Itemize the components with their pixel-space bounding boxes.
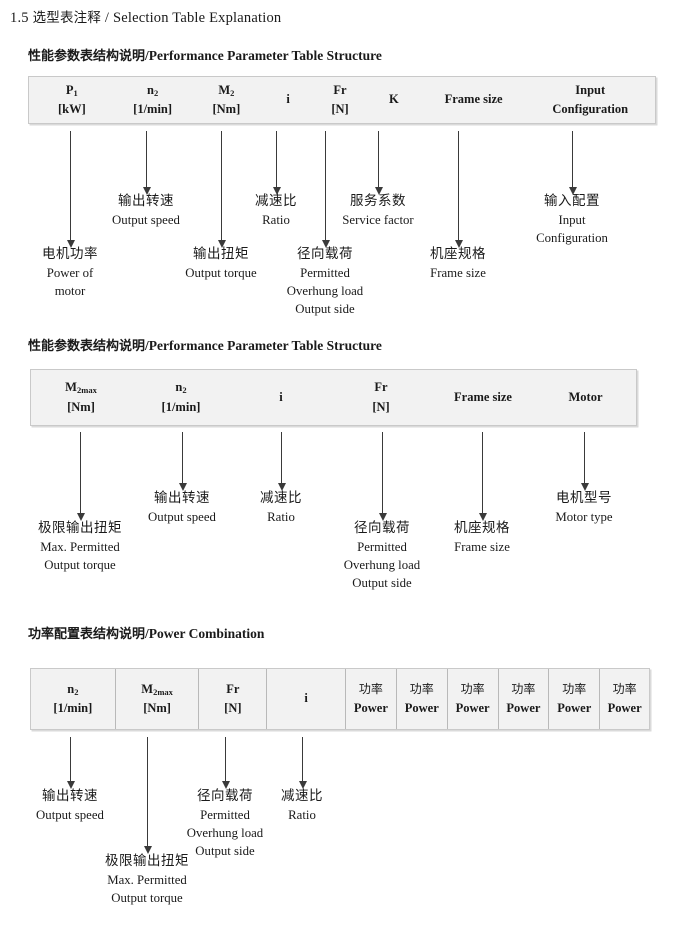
block-3-heading-cn: 功率配置表结构说明 bbox=[28, 627, 146, 642]
section-title-separator: / bbox=[104, 10, 110, 26]
note-frame-size-1: 机座规格 Frame size bbox=[430, 246, 486, 281]
note-power-of-motor: 电机功率 Power of motor bbox=[42, 246, 98, 299]
section-title-en: Selection Table Explanation bbox=[112, 10, 282, 26]
table2-col-n2: n2 [1/min] bbox=[161, 380, 201, 414]
performance-parameter-table-2: M2max [Nm] n2 [1/min] i Fr [N] Frame siz… bbox=[30, 369, 637, 426]
table3-col-power-2: 功率 Power bbox=[395, 669, 447, 729]
table3-col-i: i bbox=[266, 669, 345, 729]
table1-col-p1: P1 [kW] bbox=[57, 82, 86, 116]
block-2-heading-en: Performance Parameter Table Structure bbox=[148, 338, 382, 353]
note-ratio-1: 减速比 Ratio bbox=[255, 193, 297, 228]
arrow-to-note-max-permitted-torque-3 bbox=[143, 737, 152, 854]
note-ratio-3: 减速比 Ratio bbox=[281, 788, 323, 823]
arrow-to-note-output-speed-2 bbox=[178, 432, 187, 491]
table1-col-frame-size: Frame size bbox=[444, 92, 503, 107]
arrow-to-note-output-torque bbox=[217, 131, 226, 248]
table2-col-fr: Fr [N] bbox=[372, 380, 390, 414]
arrow-to-note-motor-type bbox=[580, 432, 589, 491]
arrow-to-note-service-factor bbox=[374, 131, 383, 195]
table3-col-power-5: 功率 Power bbox=[548, 669, 599, 729]
table1-col-n2: n2 [1/min] bbox=[133, 82, 173, 116]
block-1-heading-cn: 性能参数表结构说明 bbox=[28, 49, 146, 64]
arrow-to-note-frame-size bbox=[454, 131, 463, 248]
block-3-heading-sep: / bbox=[145, 626, 149, 641]
arrow-to-note-output-speed-3 bbox=[66, 737, 75, 789]
note-service-factor: 服务系数 Service factor bbox=[342, 193, 414, 228]
section-title-cn: 选型表注释 bbox=[32, 10, 102, 26]
arrow-to-note-ratio bbox=[272, 131, 281, 195]
table3-col-m2max: M2max [Nm] bbox=[114, 669, 199, 729]
note-input-configuration: 输入配置 Input Configuration bbox=[536, 193, 608, 246]
arrow-to-note-overhung-load-3 bbox=[221, 737, 230, 789]
note-overhung-load-1: 径向载荷 Permitted Overhung load Output side bbox=[286, 246, 364, 317]
arrow-to-note-overhung-load-2 bbox=[378, 432, 387, 521]
note-output-speed-3: 输出转速 Output speed bbox=[36, 788, 104, 823]
table1-col-i: i bbox=[286, 92, 290, 107]
table3-col-power-3: 功率 Power bbox=[446, 669, 498, 729]
table1-col-m2: M2 [Nm] bbox=[212, 82, 241, 116]
table1-col-fr: Fr [N] bbox=[331, 82, 349, 116]
table3-col-power-1: 功率 Power bbox=[344, 669, 396, 729]
note-output-speed-1: 输出转速 Output speed bbox=[112, 193, 180, 228]
arrow-to-note-ratio-2 bbox=[277, 432, 286, 491]
arrow-to-note-frame-size-2 bbox=[478, 432, 487, 521]
note-output-torque: 输出扭矩 Output torque bbox=[185, 246, 257, 281]
block-3-heading-en: Power Combination bbox=[148, 626, 265, 641]
note-max-permitted-output-torque-3: 极限输出扭矩 Max. Permitted Output torque bbox=[105, 853, 189, 906]
table3-col-power-4: 功率 Power bbox=[497, 669, 549, 729]
table1-col-k: K bbox=[388, 92, 399, 107]
table2-col-m2max: M2max [Nm] bbox=[65, 380, 97, 414]
note-motor-type: 电机型号 Motor type bbox=[555, 490, 613, 525]
table2-col-frame-size: Frame size bbox=[454, 389, 512, 404]
section-number: 1.5 bbox=[10, 10, 29, 26]
note-max-permitted-output-torque-2: 极限输出扭矩 Max. Permitted Output torque bbox=[38, 520, 122, 573]
block-1-heading-en: Performance Parameter Table Structure bbox=[148, 48, 382, 63]
block-1-heading-sep: / bbox=[145, 48, 149, 63]
arrow-to-note-output-speed bbox=[142, 131, 151, 195]
note-overhung-load-2: 径向载荷 Permitted Overhung load Output side bbox=[343, 520, 421, 591]
table3-col-n2: n2 [1/min] bbox=[53, 681, 93, 715]
power-combination-table: n2 [1/min] M2max [Nm] Fr [N] i 功率 Power … bbox=[30, 668, 650, 730]
performance-parameter-table-1: P1 [kW] n2 [1/min] M2 [Nm] i Fr [N] K Fr… bbox=[28, 76, 656, 124]
arrow-to-note-power-of-motor bbox=[66, 131, 75, 248]
arrow-to-note-ratio-3 bbox=[298, 737, 307, 789]
table3-col-power-6: 功率 Power bbox=[599, 669, 649, 729]
block-2-heading-cn: 性能参数表结构说明 bbox=[28, 339, 146, 354]
arrow-to-note-input-configuration bbox=[568, 131, 577, 195]
note-overhung-load-3: 径向载荷 Permitted Overhung load Output side bbox=[186, 788, 264, 859]
arrow-to-note-max-permitted-torque-2 bbox=[76, 432, 85, 521]
note-output-speed-2: 输出转速 Output speed bbox=[148, 490, 216, 525]
note-frame-size-2: 机座规格 Frame size bbox=[454, 520, 510, 555]
table1-col-input-configuration: Input Configuration bbox=[552, 82, 629, 116]
page-title: 1.5 选型表注释 / Selection Table Explanation bbox=[10, 6, 281, 27]
table2-col-i: i bbox=[279, 389, 283, 404]
table2-col-motor: Motor bbox=[568, 389, 603, 404]
block-1-heading: 性能参数表结构说明/Performance Parameter Table St… bbox=[28, 45, 382, 64]
block-2-heading: 性能参数表结构说明/Performance Parameter Table St… bbox=[28, 335, 382, 354]
block-3-heading: 功率配置表结构说明/Power Combination bbox=[28, 623, 264, 642]
table3-col-fr: Fr [N] bbox=[198, 669, 266, 729]
arrow-to-note-overhung-load bbox=[321, 131, 330, 248]
note-ratio-2: 减速比 Ratio bbox=[260, 490, 302, 525]
block-2-heading-sep: / bbox=[145, 338, 149, 353]
